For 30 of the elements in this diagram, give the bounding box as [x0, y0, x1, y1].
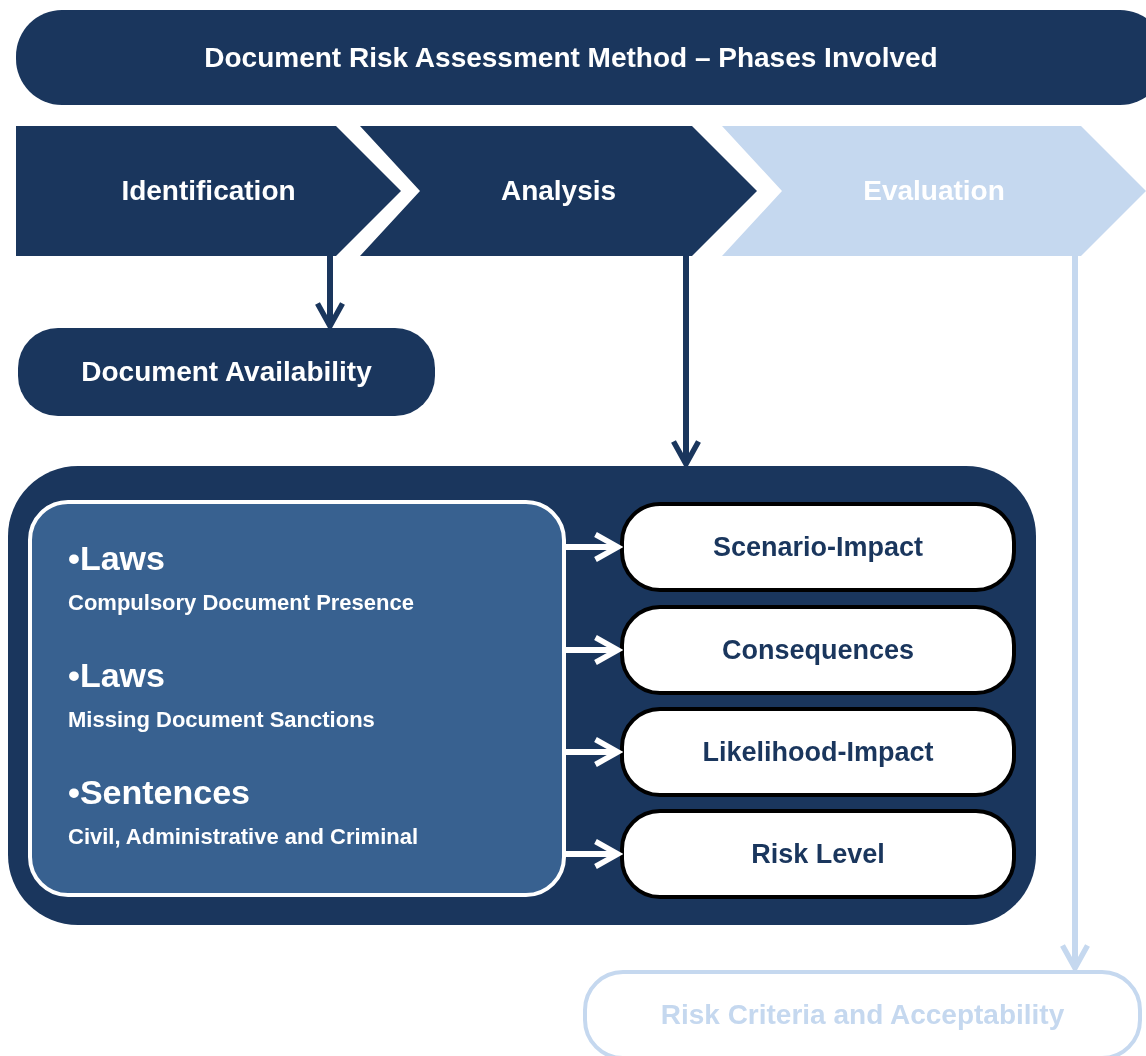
box-label: Risk Level: [751, 838, 885, 870]
rounded-box: [620, 707, 1016, 797]
arrow: [1059, 256, 1091, 971]
bullet-text: Missing Document Sanctions: [68, 706, 376, 734]
phase-step: [360, 126, 757, 256]
arrow: [314, 256, 346, 329]
arrow: [566, 531, 621, 563]
group-container: [8, 466, 1036, 925]
phase-label: Evaluation: [863, 175, 1005, 207]
arrow: [566, 634, 621, 666]
phase-step: [16, 126, 401, 256]
box-label: Consequences: [721, 634, 915, 666]
arrow: [566, 838, 621, 870]
box-label: Risk Criteria and Acceptability: [660, 999, 1065, 1031]
arrow: [670, 256, 702, 467]
bullet-text: Compulsory Document Presence: [68, 589, 415, 617]
phase-label: Identification: [121, 175, 296, 207]
box-label: Document Availability: [81, 356, 372, 388]
phase-step: [722, 126, 1146, 256]
bullet-heading: •Laws: [68, 538, 166, 579]
bullet-text: Civil, Administrative and Criminal: [68, 823, 420, 851]
box-label: Scenario-Impact: [712, 531, 924, 563]
bullet-heading: •Laws: [68, 655, 166, 696]
rounded-box: [583, 970, 1142, 1056]
arrow: [566, 736, 621, 768]
phase-label: Analysis: [500, 175, 617, 207]
title: Document Risk Assessment Method – Phases Involved: [204, 41, 938, 74]
bullet-heading: •Sentences: [68, 772, 251, 813]
box-label: Likelihood-Impact: [702, 736, 934, 768]
criteria-panel: [28, 500, 566, 897]
